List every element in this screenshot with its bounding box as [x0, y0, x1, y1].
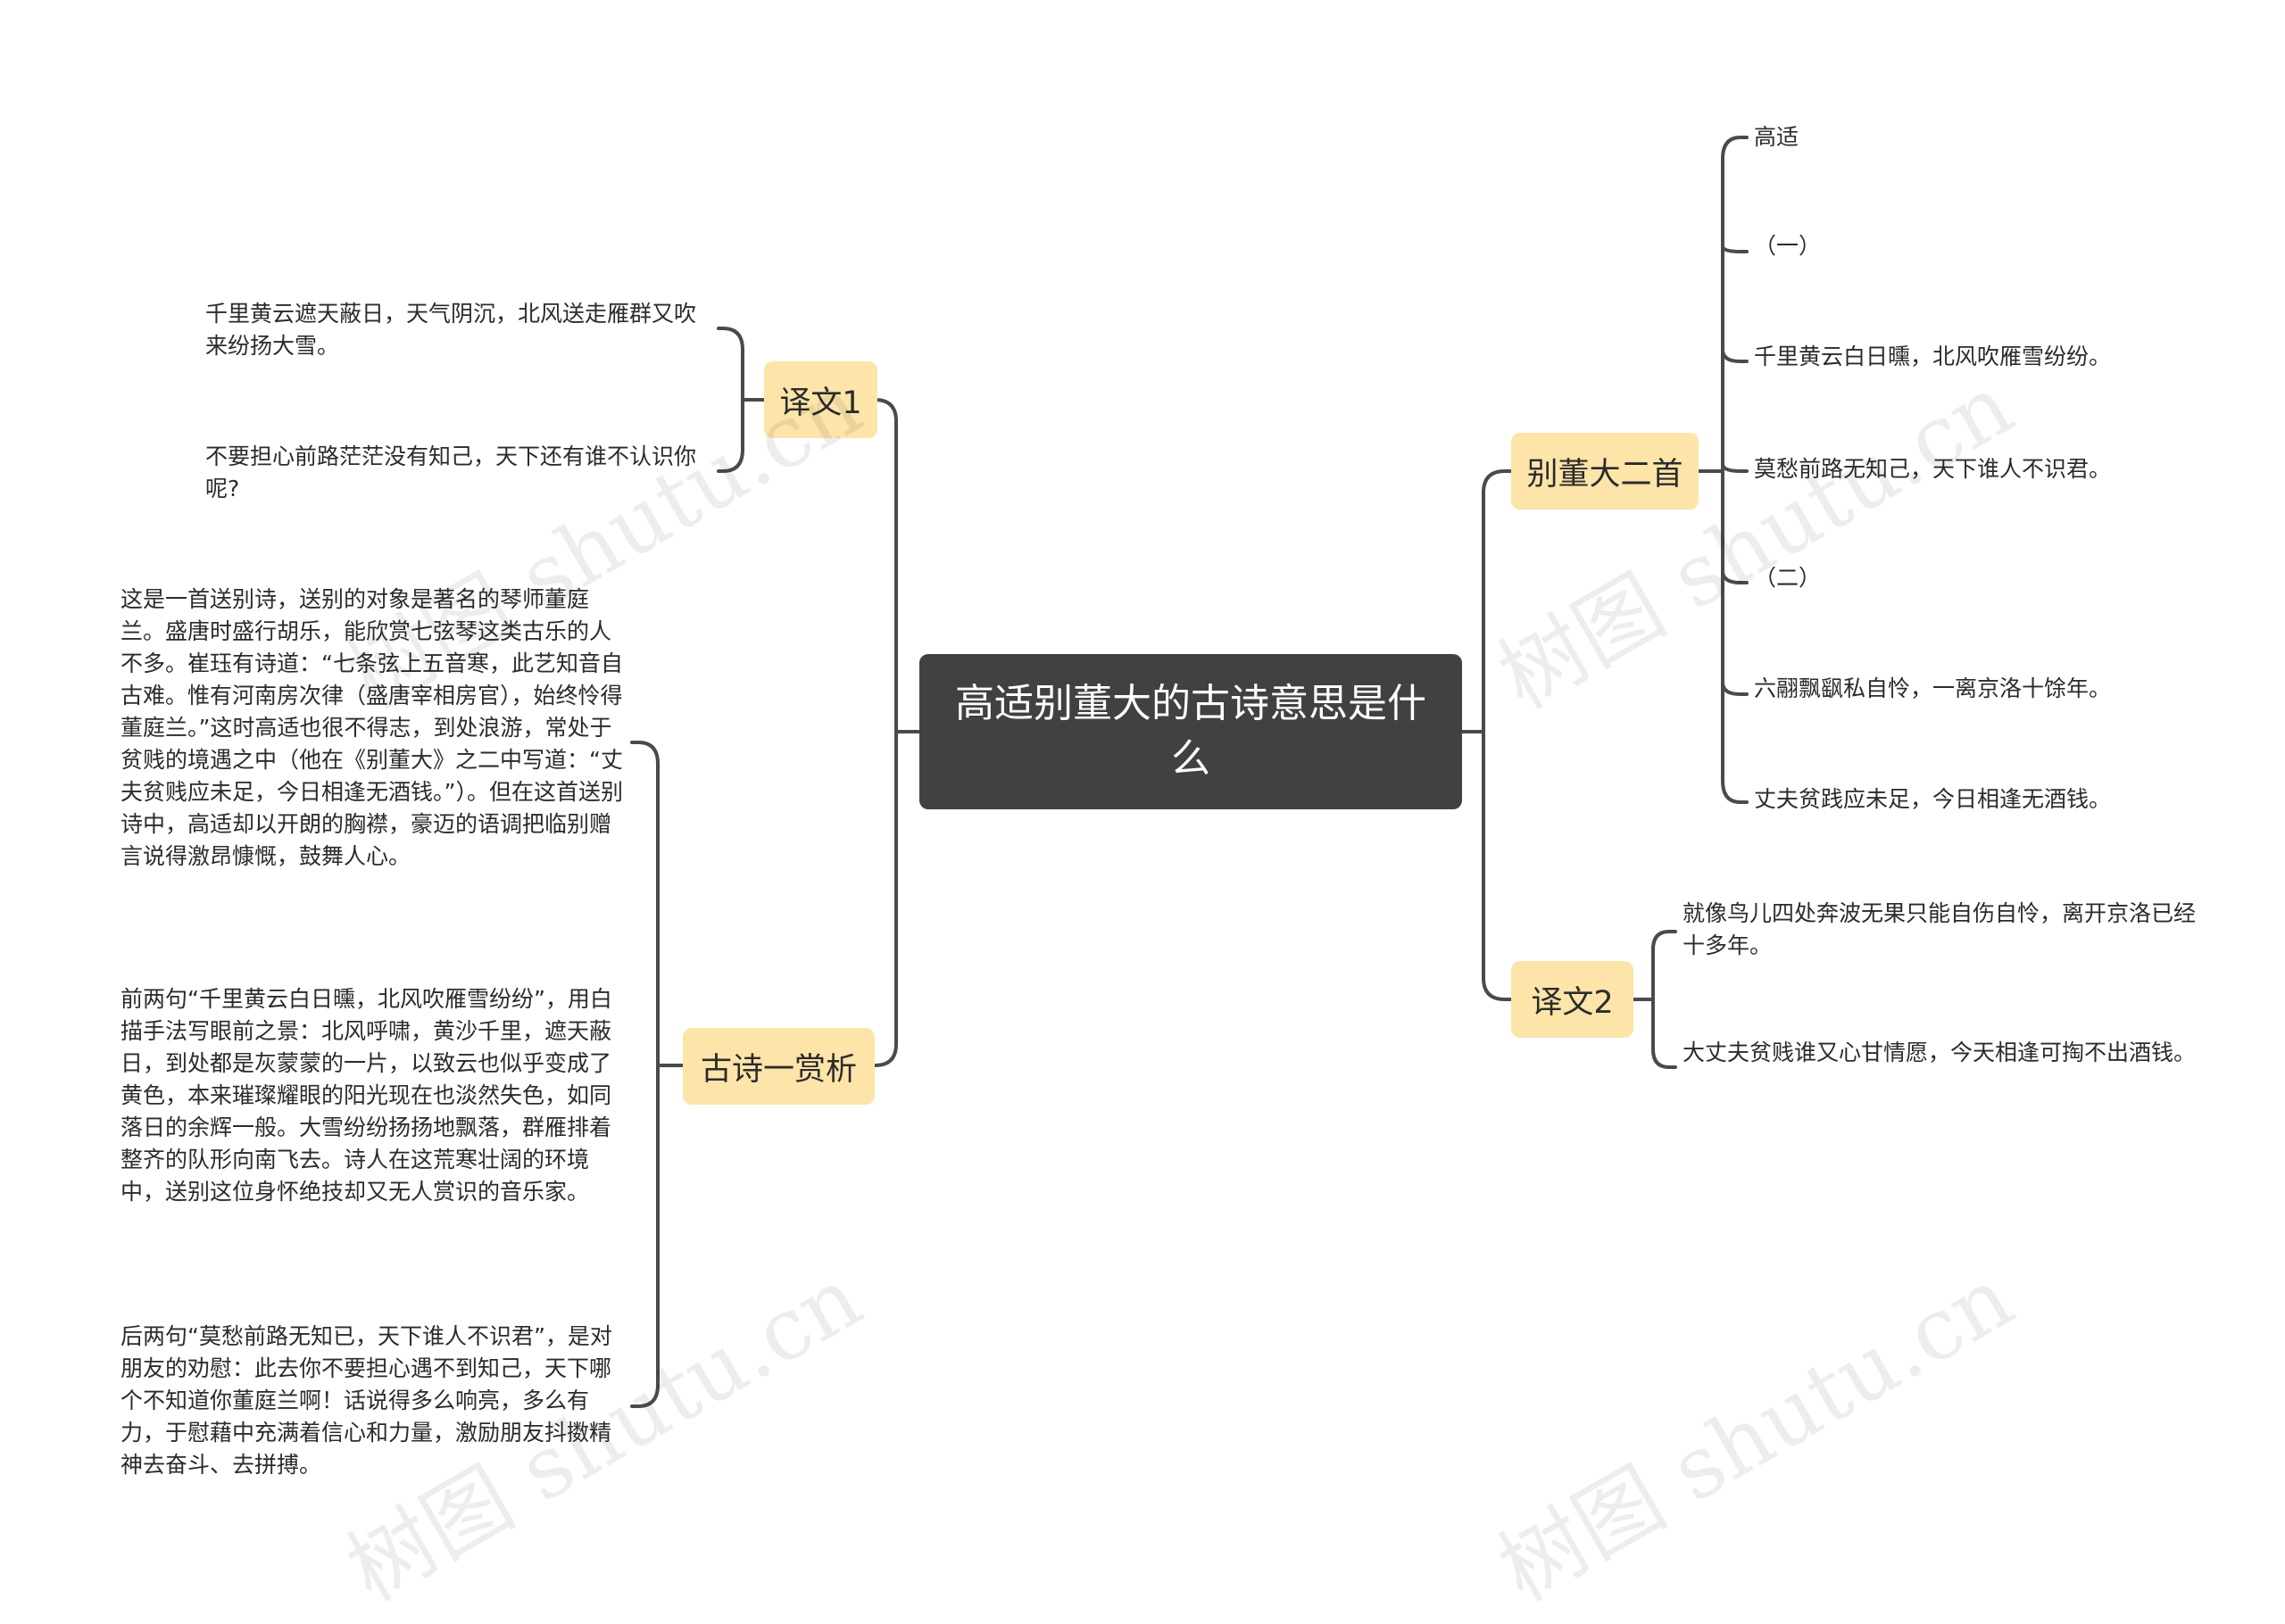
- leaf-yiwen2-2[interactable]: 大丈夫贫贱谁又心甘情愿，今天相逢可掏不出酒钱。: [1683, 1040, 2197, 1065]
- leaf-biedongda-line3[interactable]: 六翮飘飖私自怜，一离京洛十馀年。: [1754, 675, 2112, 701]
- branch-biedongda[interactable]: 别董大二首: [1511, 433, 1699, 510]
- connector-lines: [630, 136, 1749, 1408]
- branch-yiwen2-label: 译文2: [1531, 984, 1614, 1021]
- branch-shangxi-label: 古诗一赏析: [700, 1051, 857, 1088]
- branch-shangxi[interactable]: 古诗一赏析: [683, 1028, 875, 1105]
- leaf-yiwen1-2[interactable]: 不要担心前路茫茫没有知己，天下还有谁不认识你呢?: [205, 443, 697, 501]
- leaf-biedongda-part2[interactable]: （二）: [1754, 565, 1822, 591]
- leaf-biedongda-line4[interactable]: 丈夫贫践应未足，今日相逢无酒钱。: [1754, 786, 2112, 812]
- leaf-biedongda-author[interactable]: 高适: [1754, 124, 1799, 150]
- root-title: 高适别董大的古诗意思是什么: [955, 681, 1426, 782]
- branch-yiwen1[interactable]: 译文1: [764, 361, 877, 438]
- branch-biedongda-label: 别董大二首: [1526, 456, 1683, 493]
- leaf-yiwen2-1[interactable]: 就像鸟儿四处奔波无果只能自伤自怜，离开京洛已经十多年。: [1683, 900, 2197, 958]
- leaf-biedongda-part1[interactable]: （一）: [1754, 233, 1822, 259]
- branch-yiwen2[interactable]: 译文2: [1511, 961, 1633, 1038]
- mindmap-canvas: 高适别董大的古诗意思是什么 译文1 千里黄云遮天蔽日，天气阴沉，北风送走雁群又吹…: [120, 124, 2197, 1620]
- leaf-yiwen1-1[interactable]: 千里黄云遮天蔽日，天气阴沉，北风送走雁群又吹来纷扬大雪。: [205, 301, 697, 359]
- branch-yiwen1-label: 译文1: [779, 385, 862, 421]
- leaf-shangxi-3[interactable]: 后两句“莫愁前路无知已，天下谁人不识君”，是对朋友的劝慰：此去你不要担心遇不到知…: [120, 1323, 612, 1478]
- leaf-biedongda-line2[interactable]: 莫愁前路无知己，天下谁人不识君。: [1754, 456, 2112, 482]
- root-topic[interactable]: 高适别董大的古诗意思是什么: [919, 654, 1462, 809]
- leaf-shangxi-1[interactable]: 这是一首送别诗，送别的对象是著名的琴师董庭兰。盛唐时盛行胡乐，能欣赏七弦琴这类古…: [120, 586, 623, 869]
- leaf-biedongda-line1[interactable]: 千里黄云白日曛，北风吹雁雪纷纷。: [1754, 344, 2112, 369]
- leaf-shangxi-2[interactable]: 前两句“千里黄云白日曛，北风吹雁雪纷纷”，用白描手法写眼前之景：北风呼啸，黄沙千…: [120, 986, 612, 1205]
